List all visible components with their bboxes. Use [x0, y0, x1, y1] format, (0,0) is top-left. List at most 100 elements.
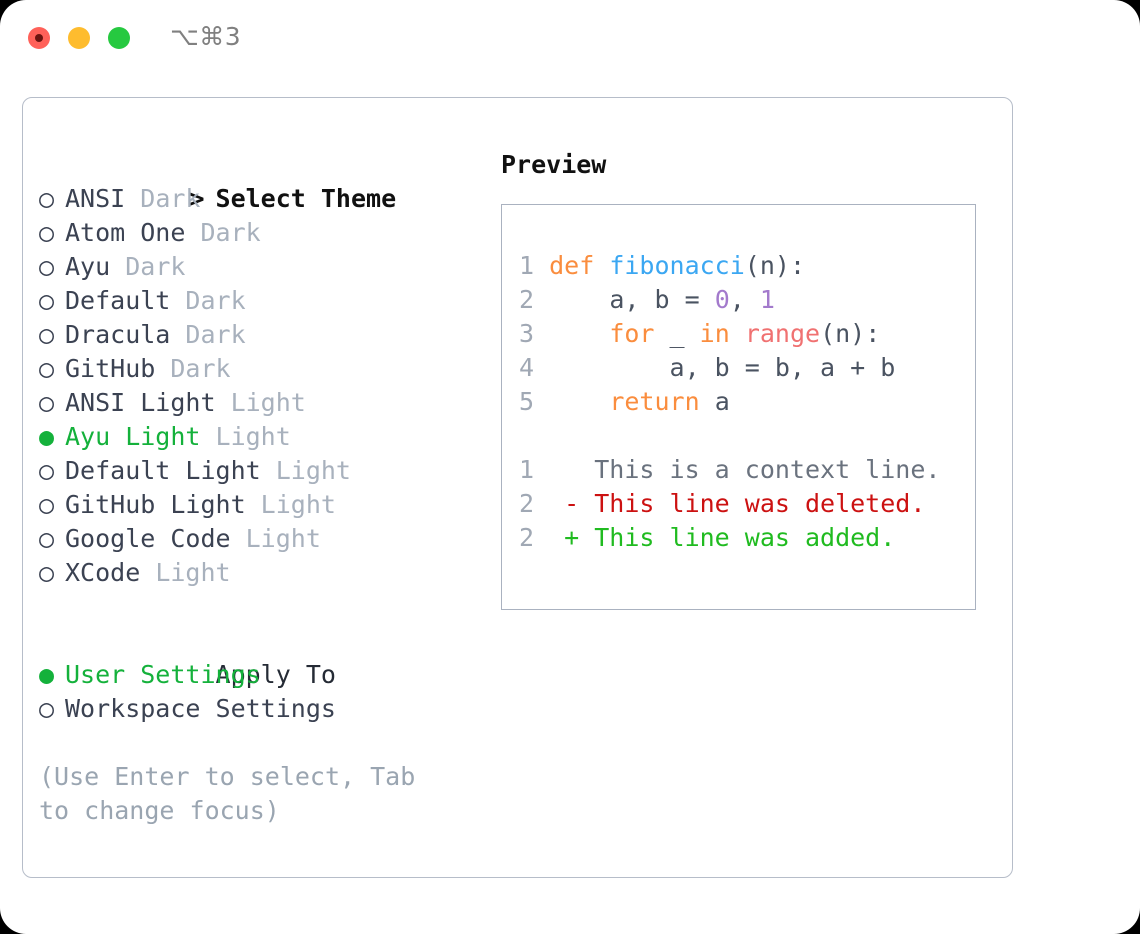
- preview-heading: Preview: [501, 150, 607, 179]
- apply-to-label: User Settings: [65, 660, 261, 689]
- apply-to-heading: Apply To: [39, 624, 489, 689]
- window-controls: [28, 27, 130, 49]
- theme-name: Default: [65, 286, 186, 315]
- theme-variant-badge: Light: [275, 456, 351, 485]
- code-line: 1 def fibonacci(n):: [519, 249, 895, 283]
- theme-name: Default Light: [65, 456, 276, 485]
- theme-variant-badge: Dark: [200, 218, 261, 247]
- theme-name: Google Code: [65, 524, 246, 553]
- theme-list-item[interactable]: ○ ANSI Light Light: [39, 386, 489, 420]
- theme-list-item[interactable]: ○ Google Code Light: [39, 522, 489, 556]
- radio-unselected-icon: ○: [39, 490, 55, 519]
- radio-unselected-icon: ○: [39, 558, 55, 587]
- theme-variant-badge: Light: [245, 524, 321, 553]
- code-token: a, b =: [549, 285, 715, 314]
- code-token: return: [609, 387, 700, 416]
- code-token: a, b = b, a + b: [549, 353, 896, 382]
- theme-list-item[interactable]: ○Atom One Dark: [39, 216, 489, 250]
- theme-variant-badge: Dark: [125, 252, 186, 281]
- page-title: Select Theme: [215, 184, 397, 213]
- keyboard-hint: (Use Enter to select, Tab to change focu…: [39, 762, 416, 825]
- theme-list-item[interactable]: ●Ayu Light Light: [39, 420, 489, 454]
- code-token: _: [654, 319, 700, 348]
- radio-unselected-icon: ○: [39, 354, 55, 383]
- theme-variant-badge: Light: [215, 422, 291, 451]
- code-line: 3 for _ in range(n):: [519, 317, 895, 351]
- code-token: (n):: [744, 251, 806, 280]
- radio-unselected-icon: ○: [39, 252, 55, 281]
- theme-selector-column: >Select Theme ○ANSI Dark○Atom One Dark○A…: [39, 148, 489, 828]
- theme-variant-badge: Dark: [170, 354, 231, 383]
- theme-list-item[interactable]: ○ GitHub Light Light: [39, 488, 489, 522]
- close-button[interactable]: [28, 27, 50, 49]
- apply-to-title: Apply To: [215, 660, 336, 689]
- theme-list-item[interactable]: ○ XCode Light: [39, 556, 489, 590]
- theme-name: ANSI: [65, 184, 141, 213]
- diff-text: + This line was added.: [564, 523, 896, 552]
- apply-to-item[interactable]: ○ Workspace Settings: [39, 692, 489, 726]
- theme-list-item[interactable]: ○ GitHub Dark: [39, 352, 489, 386]
- diff-line: 2 - This line was deleted.: [519, 487, 940, 521]
- radio-unselected-icon: ○: [39, 184, 55, 213]
- theme-variant-badge: Dark: [185, 286, 246, 315]
- line-number: 1: [519, 251, 550, 280]
- select-theme-heading: >Select Theme: [39, 148, 489, 213]
- code-line: 4 a, b = b, a + b: [519, 351, 895, 385]
- code-token: a: [699, 387, 730, 416]
- code-token: [730, 319, 745, 348]
- apply-to-item[interactable]: ● User Settings: [39, 658, 489, 692]
- code-token: def: [549, 251, 610, 280]
- theme-list-item[interactable]: ○ANSI Dark: [39, 182, 489, 216]
- theme-list-item[interactable]: ○Dracula Dark: [39, 318, 489, 352]
- theme-name: ANSI Light: [65, 388, 231, 417]
- theme-name: Dracula: [65, 320, 186, 349]
- radio-unselected-icon: ○: [39, 694, 55, 723]
- code-token: [549, 387, 609, 416]
- code-token: 1: [759, 285, 775, 314]
- list-spacer: [39, 590, 489, 624]
- minimize-button[interactable]: [68, 27, 90, 49]
- radio-unselected-icon: ○: [39, 388, 55, 417]
- code-token: fibonacci: [609, 251, 745, 280]
- theme-name: XCode: [65, 558, 156, 587]
- preview-column: Preview 1 def fibonacci(n):2 a, b = 0, 1…: [501, 148, 1001, 610]
- theme-list-item[interactable]: ○Default Light Light: [39, 454, 489, 488]
- radio-selected-icon: ●: [39, 660, 55, 689]
- line-number: 3: [519, 319, 550, 348]
- main-panel: >Select Theme ○ANSI Dark○Atom One Dark○A…: [22, 97, 1013, 878]
- theme-name: Ayu Light: [65, 422, 216, 451]
- theme-name: Atom One: [65, 218, 201, 247]
- zoom-button[interactable]: [108, 27, 130, 49]
- theme-list-item[interactable]: ○ Default Dark: [39, 284, 489, 318]
- diff-line: 1 This is a context line.: [519, 453, 940, 487]
- keyboard-shortcut-label: ⌥⌘3: [170, 22, 242, 51]
- code-token: 0: [714, 285, 730, 314]
- code-line: 5 return a: [519, 385, 895, 419]
- theme-name: GitHub: [65, 354, 171, 383]
- diff-sample: 1 This is a context line.2 - This line w…: [519, 453, 940, 555]
- code-token: for: [609, 319, 655, 348]
- line-number: 1: [519, 455, 565, 484]
- theme-list-item[interactable]: ○ Ayu Dark: [39, 250, 489, 284]
- theme-variant-badge: Light: [230, 388, 306, 417]
- line-number: 4: [519, 353, 550, 382]
- code-token: (n):: [820, 319, 881, 348]
- diff-line: 2 + This line was added.: [519, 521, 940, 555]
- theme-list[interactable]: ○ANSI Dark○Atom One Dark○Ayu Dark○Defaul…: [39, 182, 489, 590]
- apply-to-label: Workspace Settings: [65, 694, 336, 723]
- apply-to-list[interactable]: ● User Settings ○ Workspace Settings: [39, 658, 489, 726]
- theme-name: Ayu: [65, 252, 126, 281]
- theme-name: GitHub Light: [65, 490, 261, 519]
- theme-variant-badge: Light: [260, 490, 336, 519]
- code-line: 2 a, b = 0, 1: [519, 283, 895, 317]
- radio-unselected-icon: ○: [39, 320, 55, 349]
- theme-variant-badge: Light: [155, 558, 231, 587]
- radio-unselected-icon: ○: [39, 524, 55, 553]
- line-number: 2: [519, 523, 565, 552]
- title-bar: ⌥⌘3: [0, 0, 1140, 78]
- code-token: in: [699, 319, 730, 348]
- radio-unselected-icon: ○: [39, 286, 55, 315]
